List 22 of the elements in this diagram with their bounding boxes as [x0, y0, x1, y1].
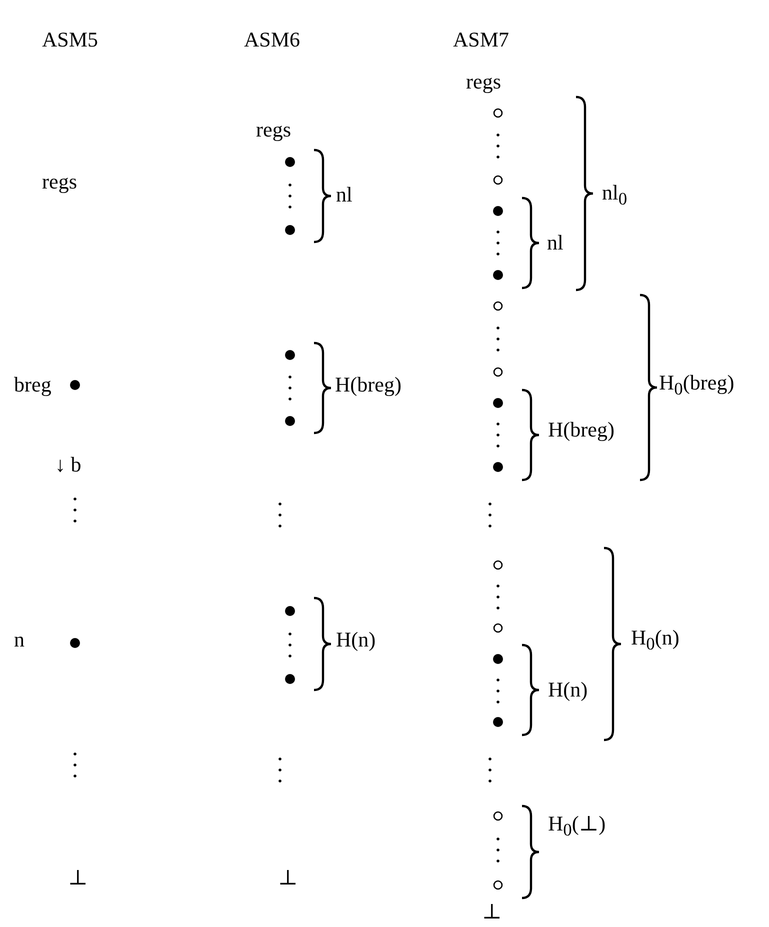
point-label: n — [14, 628, 24, 652]
bottom-symbol: ⊥ — [482, 900, 502, 924]
brace-label: H(breg) — [548, 418, 614, 442]
brace-label: H(n) — [548, 678, 588, 702]
brace-label: H(n) — [336, 628, 376, 652]
column-heading: ASM5 — [42, 28, 98, 52]
step-label: ↓ b — [55, 453, 82, 477]
column-heading: ASM7 — [453, 28, 510, 52]
point-label: breg — [14, 373, 52, 397]
register-label: regs — [256, 118, 291, 142]
register-label: regs — [466, 70, 501, 94]
brace-label: nl — [547, 231, 564, 255]
brace-label: H$_{0}$(⊥) — [548, 812, 606, 840]
column-heading: ASM6 — [244, 28, 300, 52]
brace-label: nl$_{0}$ — [602, 181, 628, 209]
brace-label: H(breg) — [335, 373, 402, 397]
bottom-symbol: ⊥ — [68, 866, 88, 890]
brace-label: H$_{0}$(n) — [631, 626, 680, 654]
brace-label: H$_{0}$(breg) — [659, 371, 734, 399]
bottom-symbol: ⊥ — [278, 866, 298, 890]
register-label: regs — [42, 170, 77, 194]
brace-label: nl — [336, 183, 352, 207]
